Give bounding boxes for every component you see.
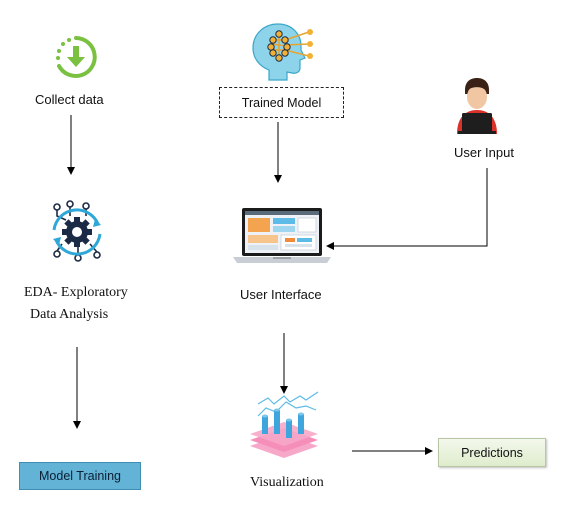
eda-label-line1: EDA- Exploratory	[24, 285, 128, 300]
trained-model-box: Trained Model	[219, 87, 344, 118]
user-input-label: User Input	[454, 145, 514, 160]
collect-data-label: Collect data	[35, 92, 104, 107]
data-viz-icon	[250, 391, 319, 458]
visualization-label: Visualization	[250, 475, 324, 490]
laptop-dashboard-icon	[233, 208, 331, 263]
user-interface-label: User Interface	[240, 287, 322, 302]
user-laptop-icon	[457, 78, 497, 134]
gear-network-icon	[52, 200, 102, 262]
model-training-box: Model Training	[19, 462, 141, 490]
eda-label-line2: Data Analysis	[30, 307, 109, 322]
arrow-input-to-ui	[326, 168, 488, 250]
download-circle-icon	[56, 36, 97, 78]
predictions-box: Predictions	[438, 438, 546, 467]
ai-head-icon	[252, 23, 313, 81]
